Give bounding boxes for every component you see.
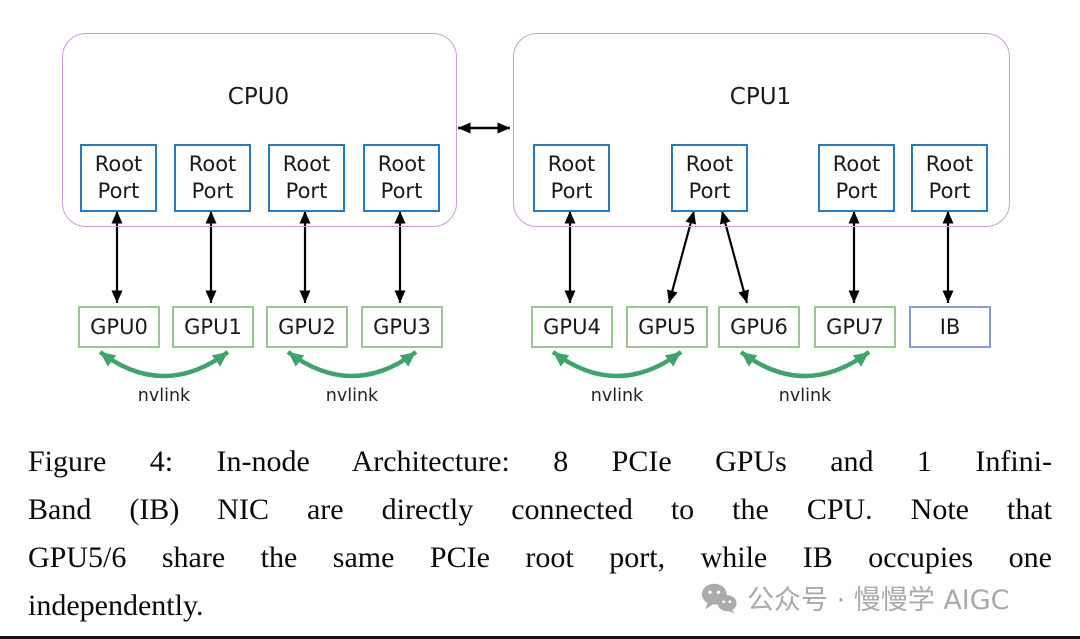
cpu1-box — [513, 33, 1010, 227]
nvlink-arc-gpu6-gpu7 — [739, 350, 871, 379]
root-port-label: Root Port — [832, 152, 881, 203]
root-port-box: Root Port — [818, 144, 895, 212]
gpu6-box: GPU6 — [718, 306, 800, 348]
ib-label: IB — [939, 315, 961, 339]
caption-line: Band (IB) NIC are directly connected to … — [28, 493, 1052, 526]
root-port-box: Root Port — [268, 144, 345, 212]
root-port-label: Root Port — [188, 152, 237, 203]
gpu6-label: GPU6 — [730, 315, 788, 339]
caption-line: independently. — [28, 589, 204, 622]
cpu1-label: CPU1 — [729, 84, 792, 110]
nvlink-label: nvlink — [778, 386, 832, 406]
gpu1-label: GPU1 — [184, 315, 242, 339]
nvlink-label: nvlink — [137, 386, 191, 406]
bottom-border-line — [0, 636, 1080, 639]
figure-caption: Figure 4: In-node Architecture: 8 PCIe G… — [28, 438, 1052, 630]
gpu2-label: GPU2 — [278, 315, 336, 339]
root-port-label: Root Port — [94, 152, 143, 203]
root-port-label: Root Port — [282, 152, 331, 203]
wechat-icon — [700, 581, 738, 615]
nvlink-arc-gpu0-gpu1 — [98, 350, 230, 379]
gpu2-box: GPU2 — [266, 306, 348, 348]
gpu1-box: GPU1 — [172, 306, 254, 348]
nvlink-label: nvlink — [590, 386, 644, 406]
gpu3-box: GPU3 — [361, 306, 443, 348]
gpu0-box: GPU0 — [78, 306, 160, 348]
cpu0-label: CPU0 — [227, 84, 290, 110]
gpu4-box: GPU4 — [531, 306, 613, 348]
watermark: 公众号 · 慢慢学 AIGC — [700, 578, 1010, 617]
gpu4-label: GPU4 — [543, 315, 601, 339]
root-port-label: Root Port — [377, 152, 426, 203]
root-port-box: Root Port — [80, 144, 157, 212]
root-port-box: Root Port — [671, 144, 748, 212]
gpu5-box: GPU5 — [626, 306, 708, 348]
gpu7-label: GPU7 — [826, 315, 884, 339]
gpu7-box: GPU7 — [814, 306, 896, 348]
nvlink-label: nvlink — [325, 386, 379, 406]
gpu5-label: GPU5 — [638, 315, 696, 339]
cpu0-box — [62, 33, 457, 227]
nvlink-arc-gpu2-gpu3 — [286, 350, 418, 379]
ib-nic-box: IB — [909, 306, 991, 348]
gpu3-label: GPU3 — [373, 315, 431, 339]
root-port-label: Root Port — [547, 152, 596, 203]
root-port-box: Root Port — [363, 144, 440, 212]
watermark-text: 公众号 · 慢慢学 AIGC — [747, 585, 1010, 616]
caption-line: Figure 4: In-node Architecture: 8 PCIe G… — [28, 445, 1052, 478]
root-port-label: Root Port — [685, 152, 734, 203]
root-port-box: Root Port — [911, 144, 988, 212]
root-port-box: Root Port — [533, 144, 610, 212]
nvlink-arc-gpu4-gpu5 — [551, 350, 683, 379]
gpu0-label: GPU0 — [90, 315, 148, 339]
root-port-label: Root Port — [925, 152, 974, 203]
caption-line: GPU5/6 share the same PCIe root port, wh… — [28, 541, 1052, 574]
root-port-box: Root Port — [174, 144, 251, 212]
